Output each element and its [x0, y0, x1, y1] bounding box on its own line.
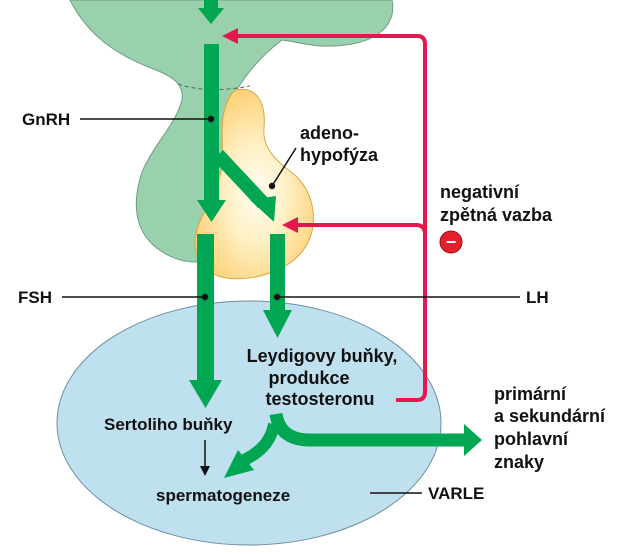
spermatogenesis-arrow-shaft — [241, 422, 280, 466]
testis-region — [56, 300, 442, 546]
fsh-label: FSH — [18, 288, 52, 307]
secondary-characteristics-line4: znaky — [494, 452, 544, 472]
leydig-label-line1: Leydigovy buňky, — [247, 346, 398, 366]
minus-sign: − — [446, 232, 457, 252]
fsh-arrow-head — [189, 380, 222, 408]
feedback-arrowhead-pituitary — [282, 217, 298, 233]
leader-dots — [201, 115, 281, 301]
feedback-branch-pituitary — [296, 223, 427, 235]
gnrh-arrow-head — [197, 200, 226, 222]
gnrh-arrow-shaft — [204, 44, 219, 204]
sertoli-label: Sertoliho buňky — [104, 415, 233, 434]
negative-feedback-label-line1: negativní — [440, 182, 520, 202]
top-arrow-shaft — [204, 0, 218, 10]
lh-branch-shaft — [213, 150, 268, 208]
lh-arrow-head — [263, 310, 292, 338]
testis-label: VARLE — [428, 484, 484, 503]
lh-arrow-shaft — [270, 234, 285, 314]
testosterone-arrow-head — [464, 424, 482, 456]
fsh-arrow-shaft — [197, 234, 214, 384]
secondary-characteristics-line3: pohlavní — [494, 429, 569, 449]
leydig-label-line2: produkce — [268, 368, 349, 388]
adenohypophysis-label-line1: adeno- — [300, 123, 359, 143]
stalk-dashed-boundary — [177, 83, 251, 91]
top-arrow-head — [198, 8, 224, 24]
feedback-arrowhead-hypothalamus — [222, 28, 238, 44]
feedback-loop-line — [236, 34, 427, 402]
hormone-arrows — [189, 0, 482, 478]
adeno-leader — [271, 147, 297, 187]
testosterone-arrow-shaft — [269, 412, 470, 447]
adenohypophysis-label-line2: hypofýza — [300, 145, 379, 165]
lh-dot — [273, 293, 281, 301]
lh-label: LH — [526, 288, 549, 307]
fsh-dot — [201, 293, 209, 301]
negative-feedback-label-line2: zpětná vazba — [440, 205, 553, 225]
leydig-label-line3: testosteronu — [265, 389, 374, 409]
sertoli-thin-arrow-head — [200, 466, 210, 476]
gnrh-label: GnRH — [22, 110, 70, 129]
adeno-dot — [268, 182, 276, 190]
spermatogenesis-label: spermatogeneze — [156, 486, 290, 505]
minus-badge — [439, 230, 463, 254]
secondary-characteristics-line2: a sekundární — [494, 406, 606, 426]
spermatogenesis-arrow-head — [224, 450, 254, 478]
gnrh-dot — [207, 115, 215, 123]
secondary-characteristics-line1: primární — [494, 384, 567, 404]
lh-branch-head — [250, 196, 276, 222]
leader-lines — [62, 118, 520, 494]
